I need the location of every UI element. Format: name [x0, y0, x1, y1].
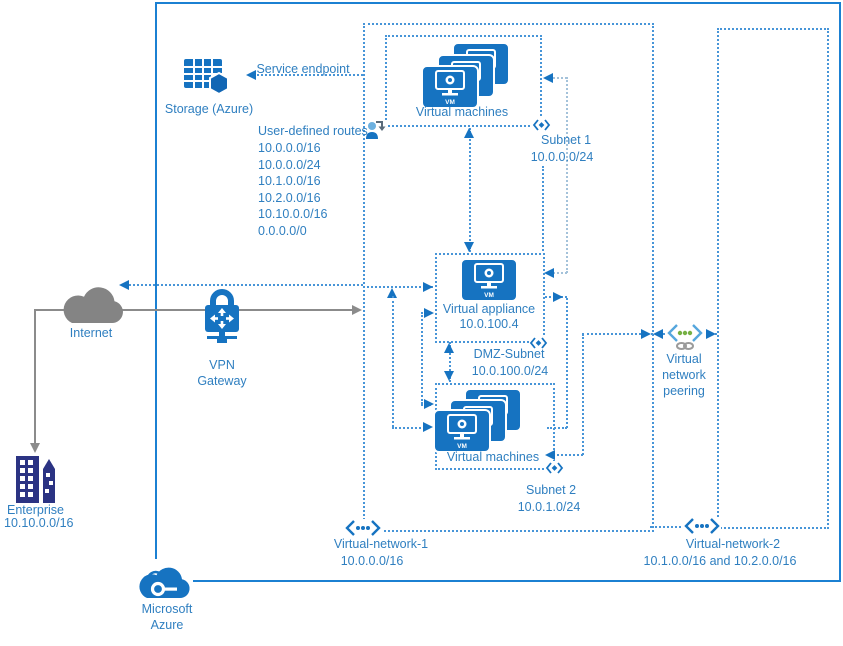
- subnet2-node-label: Virtual machines: [446, 450, 540, 464]
- vpn-gateway-label-2: Gateway: [197, 374, 247, 388]
- arrow-right-from-appliance: [553, 292, 563, 302]
- arrow-left-into-subnet1: [543, 73, 553, 83]
- arrow-right-into-appliance-b: [424, 308, 434, 318]
- user-defined-routes-list: 10.0.0.0/16 10.0.0.0/24 10.1.0.0/16 10.2…: [258, 140, 328, 240]
- appliance-subnet2-line-v: [421, 312, 423, 404]
- subnet2-cidr: 10.0.1.0/24: [517, 500, 581, 514]
- dmz-subnet-box: [435, 253, 545, 343]
- appliance-out-line-bottom: [547, 427, 567, 429]
- route-item: 10.0.0.0/24: [258, 157, 321, 172]
- subnet1-corner-icon: [532, 118, 551, 132]
- virtual-appliance-icon: VM: [460, 258, 518, 302]
- storage-azure-icon: [184, 59, 229, 96]
- user-defined-routes-title: User-defined routes: [258, 124, 368, 138]
- subnet1-appliance-line: [469, 128, 471, 252]
- vnet2-cidr: 10.1.0.0/16 and 10.2.0.0/16: [643, 554, 797, 568]
- vm-badge: VM: [484, 292, 494, 299]
- subnet2-to-gateway-line-h: [392, 427, 425, 429]
- subnet1-to-dmz-connector: [542, 166, 544, 251]
- return-path-top: [546, 77, 567, 79]
- arrow-left-service-endpoint: [246, 70, 256, 80]
- virtual-network-2-icon: [683, 517, 721, 535]
- azure-boundary-box: [155, 2, 841, 582]
- arrow-left-internet: [119, 280, 129, 290]
- arrow-up-from-subnet2: [387, 288, 397, 298]
- subnet2-corner-icon: [545, 461, 564, 475]
- arrow-right-into-subnet2-a: [423, 422, 433, 432]
- internet-return-line: [122, 284, 363, 286]
- route-item: 10.1.0.0/16: [258, 174, 321, 189]
- edge-to-appliance-line: [363, 286, 433, 288]
- arrow-down-into-subnet2: [444, 371, 454, 381]
- arrow-right-at-vnet1-edge: [641, 329, 651, 339]
- peering-to-subnet2-line-h: [548, 454, 583, 456]
- arrow-up-into-subnet1: [464, 128, 474, 138]
- peering-label-1: Virtual: [666, 352, 702, 366]
- subnet1-node-label: Virtual machines: [415, 105, 509, 119]
- vpn-gateway-icon: [205, 289, 239, 343]
- subnet2-to-gateway-line-v: [392, 296, 394, 427]
- arrow-down-gray-enterprise: [30, 443, 40, 453]
- arrow-right-gray-vnet-entry: [352, 305, 362, 315]
- service-endpoint-label: Service endpoint: [256, 62, 350, 76]
- storage-azure-label: Storage (Azure): [164, 102, 254, 116]
- virtual-machines-icon-subnet2: VM: [433, 409, 491, 453]
- appliance-node-label: Virtual appliance: [442, 302, 536, 316]
- dmz-cidr: 10.0.100.0/24: [471, 364, 549, 378]
- arrow-left-at-vnet1-edge: [653, 329, 663, 339]
- user-defined-routes-icon: [366, 120, 388, 140]
- enterprise-cidr: 10.10.0.0/16: [4, 516, 74, 530]
- vm-badge: VM: [445, 99, 455, 106]
- arrow-up-into-dmz: [444, 343, 454, 353]
- virtual-network-2-box: [717, 28, 829, 529]
- arrow-left-into-appliance: [544, 268, 554, 278]
- internet-to-enterprise-line-h: [34, 309, 79, 311]
- peering-label-2: network: [662, 368, 706, 382]
- arrow-right-into-appliance: [423, 282, 433, 292]
- dmz-name: DMZ-Subnet: [473, 347, 545, 361]
- dmz-corner-icon: [529, 336, 548, 350]
- internet-cloud-icon: [63, 287, 123, 323]
- subnet1-box: [385, 35, 542, 127]
- dmz-subnet2-line: [449, 342, 451, 382]
- subnet2-name: Subnet 2: [525, 483, 577, 497]
- arrow-left-into-subnet2: [545, 450, 555, 460]
- vnet2-name: Virtual-network-2: [685, 537, 781, 551]
- return-path-v: [566, 77, 568, 273]
- peering-label-3: peering: [663, 384, 705, 398]
- route-item: 10.2.0.0/16: [258, 190, 321, 205]
- subnet1-name: Subnet 1: [540, 133, 592, 147]
- service-endpoint-line: [248, 74, 363, 76]
- appliance-ip: 10.0.100.4: [459, 317, 519, 331]
- vnet1-name: Virtual-network-1: [333, 537, 429, 551]
- virtual-network-1-box: [363, 23, 654, 532]
- route-item: 10.0.0.0/16: [258, 141, 321, 155]
- arrow-down-into-appliance: [464, 242, 474, 252]
- arrow-right-into-subnet2-b: [424, 399, 434, 409]
- azure-brand-label-1: Microsoft: [141, 602, 193, 616]
- enterprise-icon: [16, 456, 55, 503]
- virtual-machines-icon-subnet1: VM: [421, 65, 479, 109]
- subnet1-cidr: 10.0.0.0/24: [530, 150, 594, 164]
- virtual-network-1-icon: [344, 519, 382, 537]
- vnet1-cidr: 10.0.0.0/16: [340, 554, 404, 568]
- route-item: 0.0.0.0/0: [258, 223, 307, 238]
- internet-label: Internet: [69, 326, 113, 340]
- return-path-bottom: [546, 272, 567, 274]
- peering-to-subnet2-line-v: [582, 334, 584, 455]
- route-item: 10.10.0.0/16: [258, 207, 328, 222]
- enterprise-label: Enterprise: [7, 503, 64, 517]
- azure-brand-label-2: Azure: [150, 618, 184, 632]
- vpn-gateway-label-1: VPN: [209, 358, 235, 372]
- arrow-right-into-vnet2: [706, 329, 716, 339]
- microsoft-azure-icon: [139, 567, 190, 599]
- appliance-out-line-v: [566, 298, 568, 428]
- internet-to-enterprise-line-v: [34, 309, 36, 444]
- vm-badge: VM: [457, 443, 467, 450]
- virtual-network-peering-icon: [665, 322, 705, 352]
